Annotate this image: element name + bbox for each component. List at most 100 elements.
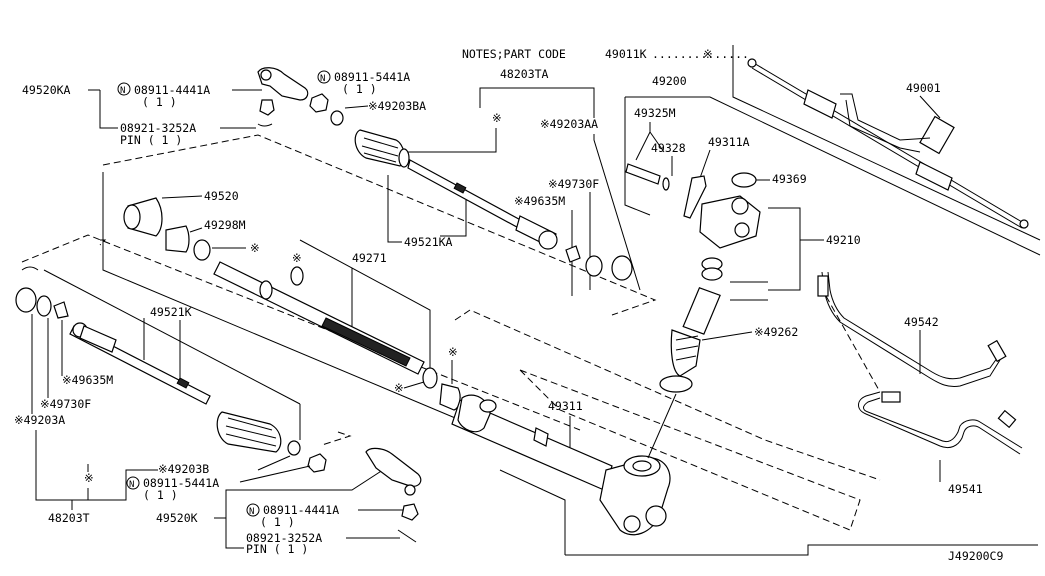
lock-nut-top	[309, 93, 329, 113]
outline-assembly-box	[732, 45, 1041, 241]
pinion-shaft-upper	[682, 287, 721, 335]
nut-mark-circle-5441-top	[317, 70, 331, 84]
notes-leader: ..............	[652, 47, 749, 61]
bracket-48203TA	[479, 87, 595, 118]
label-49520KA: 49520KA	[22, 83, 71, 97]
boot-clamp-small-top	[330, 110, 344, 126]
ring-49730F-top	[585, 255, 603, 277]
leader-49325M	[635, 122, 651, 161]
label-49521KA: 49521KA	[404, 235, 453, 249]
label-08921-3252A-bot: 08921-3252A	[246, 531, 322, 545]
label-49210: 49210	[826, 233, 861, 247]
label-49730F-top: ※49730F	[548, 177, 599, 191]
ring-49271-small	[290, 266, 304, 286]
steering-gear-assembly-thumbnail	[747, 58, 1029, 229]
tie-rod-end-ball-top	[260, 69, 272, 81]
star-48203T: ※	[84, 471, 94, 485]
label-49271: 49271	[352, 251, 387, 265]
pipe-49541-a	[858, 391, 1021, 455]
label-49730F-left: ※49730F	[40, 397, 91, 411]
label-49520K: 49520K	[156, 511, 198, 525]
label-49369: 49369	[772, 172, 807, 186]
label-49203AA: ※49203AA	[540, 117, 598, 131]
gear-housing-plug	[533, 427, 549, 447]
bushing-49298M	[165, 225, 190, 253]
fitting-49542-right	[987, 339, 1007, 363]
gear-housing-end-cap-2	[623, 515, 641, 533]
assembly-hydraulic-line-2	[845, 99, 921, 153]
label-49298M: 49298M	[204, 218, 246, 232]
label-49001: 49001	[906, 81, 941, 95]
label-08921-3252A-top: 08921-3252A	[120, 121, 196, 135]
lock-nut-left	[307, 453, 327, 473]
castle-nut-bottom	[401, 503, 419, 521]
label-49541: 49541	[948, 482, 983, 496]
leader-49520	[161, 195, 203, 199]
lock-washer-top	[565, 245, 581, 263]
outline-lower-right	[565, 544, 1038, 556]
leader-pinion-to-housing	[647, 393, 677, 459]
bushing-49520-face	[123, 204, 141, 230]
bracket-49520K	[214, 517, 244, 549]
nut-mark-4441-bot: N	[249, 507, 254, 517]
leader-48203TA-down	[400, 128, 497, 153]
leader-49521KA-right	[440, 200, 467, 237]
outline-pinion-vertical	[624, 97, 651, 216]
pipe-dash-link	[825, 295, 881, 393]
boot-clamp-large-left	[15, 287, 37, 313]
nut-mark-5441-bot: N	[129, 480, 134, 490]
notes-mark: ※	[703, 47, 713, 61]
ring-49730F-left	[36, 295, 52, 317]
leader-49203B	[257, 455, 291, 471]
outline-gear-housing	[499, 469, 566, 555]
nut-mark-circle-top	[117, 82, 131, 96]
label-49325M: 49325M	[634, 106, 676, 120]
tie-rod-end-bottom	[365, 447, 422, 487]
label-49203B: ※49203B	[158, 462, 209, 476]
assembly-boot-right	[915, 161, 953, 191]
notes-label: NOTES;PART CODE	[462, 47, 566, 61]
label-pin-bot: PIN ( 1 )	[246, 542, 308, 556]
label-49311A: 49311A	[708, 135, 750, 149]
gear-housing-clamp-boss	[479, 399, 497, 413]
lock-washer-left	[53, 301, 69, 319]
leader-49203AA	[593, 134, 641, 291]
tie-rod-knurl-top	[453, 182, 467, 194]
clip-left	[21, 266, 39, 271]
leader-49298M	[189, 227, 203, 233]
assembly-tie-end-left	[747, 58, 757, 68]
leader-49520K	[225, 467, 387, 518]
outline-rack-body	[102, 172, 461, 421]
assembly-tie-end-right	[1019, 219, 1029, 229]
washer-49328	[662, 177, 670, 191]
label-08911-4441A-bot-qty: ( 1 )	[260, 515, 295, 529]
leader-49521K-line	[43, 269, 301, 405]
star-seal-a: ※	[448, 345, 458, 359]
star-seal-b: ※	[394, 381, 404, 395]
assembly-boot-left	[803, 89, 837, 119]
label-49635M-top: ※49635M	[514, 194, 565, 208]
label-49200: 49200	[652, 74, 687, 88]
leader-49521KA-left	[387, 175, 402, 243]
nut-mark-5441-top: N	[320, 74, 325, 84]
seal-rack-end	[422, 367, 438, 389]
star-48203TA: ※	[492, 111, 502, 125]
bushing-rack-end	[439, 383, 461, 411]
fitting-49541-left	[881, 391, 901, 403]
label-08911-5441A-bot-qty: ( 1 )	[143, 488, 178, 502]
leader-49203BA	[344, 105, 369, 109]
valve-housing-49210	[699, 195, 761, 249]
castle-nut-top	[259, 99, 275, 116]
dashed-frame-mid	[99, 239, 107, 246]
leader-08911-5441A-bot	[239, 465, 311, 483]
gear-housing-pinion-port-inner	[632, 460, 652, 472]
valve-housing-bore-1	[731, 197, 749, 215]
tie-rod-knurl-left	[176, 377, 190, 389]
gear-housing-end-cap	[645, 505, 667, 527]
label-49262: ※49262	[754, 325, 798, 339]
notes-code: 49011K	[605, 47, 647, 61]
label-48203T: 48203T	[48, 511, 90, 525]
outline-main-right	[625, 96, 1041, 256]
